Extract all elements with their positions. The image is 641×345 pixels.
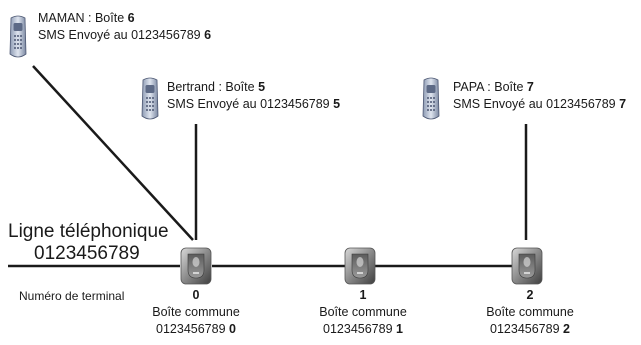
terminal-number-1: 1 bbox=[359, 288, 367, 302]
box-number: 0123456789 bbox=[156, 322, 226, 336]
box-caption-0: Boîte commune 0123456789 0 bbox=[152, 304, 240, 338]
phone-name: Bertrand bbox=[167, 80, 215, 94]
phone-box-label: : Boîte bbox=[88, 11, 125, 25]
box-label: Boîte commune bbox=[486, 305, 574, 319]
phone-label-papa: PAPA : Boîte 7 SMS Envoyé au 0123456789 … bbox=[453, 79, 626, 113]
mobile-phone-papa-icon bbox=[422, 77, 440, 120]
box-number: 0123456789 bbox=[323, 322, 393, 336]
mobile-phone-maman-icon bbox=[9, 15, 27, 58]
phone-box-number: 5 bbox=[258, 80, 266, 94]
phone-name: PAPA bbox=[453, 80, 484, 94]
terminal-number-0: 0 bbox=[192, 288, 200, 302]
wire-maman bbox=[32, 65, 194, 241]
box-caption-1: Boîte commune 0123456789 1 bbox=[319, 304, 407, 338]
phone-label-maman: MAMAN : Boîte 6 SMS Envoyé au 0123456789… bbox=[38, 10, 211, 44]
box-caption-2: Boîte commune 0123456789 2 bbox=[486, 304, 574, 338]
phone-box-label: : Boîte bbox=[218, 80, 255, 94]
mobile-phone-bertrand-icon bbox=[141, 77, 159, 120]
phone-sms-label: SMS Envoyé au 0123456789 bbox=[453, 97, 616, 111]
phone-sms-number: 5 bbox=[333, 97, 341, 111]
box-number: 0123456789 bbox=[490, 322, 560, 336]
phone-line-number: 0123456789 bbox=[34, 243, 140, 264]
box-label: Boîte commune bbox=[319, 305, 407, 319]
terminal-0-icon[interactable] bbox=[180, 247, 212, 285]
box-suffix: 1 bbox=[396, 322, 403, 336]
phone-sms-label: SMS Envoyé au 0123456789 bbox=[38, 28, 201, 42]
phone-box-number: 7 bbox=[526, 80, 534, 94]
phone-sms-number: 7 bbox=[619, 97, 627, 111]
box-label: Boîte commune bbox=[152, 305, 240, 319]
phone-label-bertrand: Bertrand : Boîte 5 SMS Envoyé au 0123456… bbox=[167, 79, 340, 113]
terminal-number-2: 2 bbox=[526, 288, 534, 302]
box-suffix: 2 bbox=[563, 322, 570, 336]
box-suffix: 0 bbox=[229, 322, 236, 336]
terminal-number-caption: Numéro de terminal bbox=[19, 289, 125, 303]
terminal-2-icon[interactable] bbox=[511, 247, 543, 285]
terminal-1-icon[interactable] bbox=[344, 247, 376, 285]
phone-name: MAMAN bbox=[38, 11, 85, 25]
phone-line-label: Ligne téléphonique bbox=[8, 221, 169, 242]
phone-box-number: 6 bbox=[127, 11, 135, 25]
phone-sms-number: 6 bbox=[204, 28, 212, 42]
phone-box-label: : Boîte bbox=[487, 80, 524, 94]
phone-sms-label: SMS Envoyé au 0123456789 bbox=[167, 97, 330, 111]
